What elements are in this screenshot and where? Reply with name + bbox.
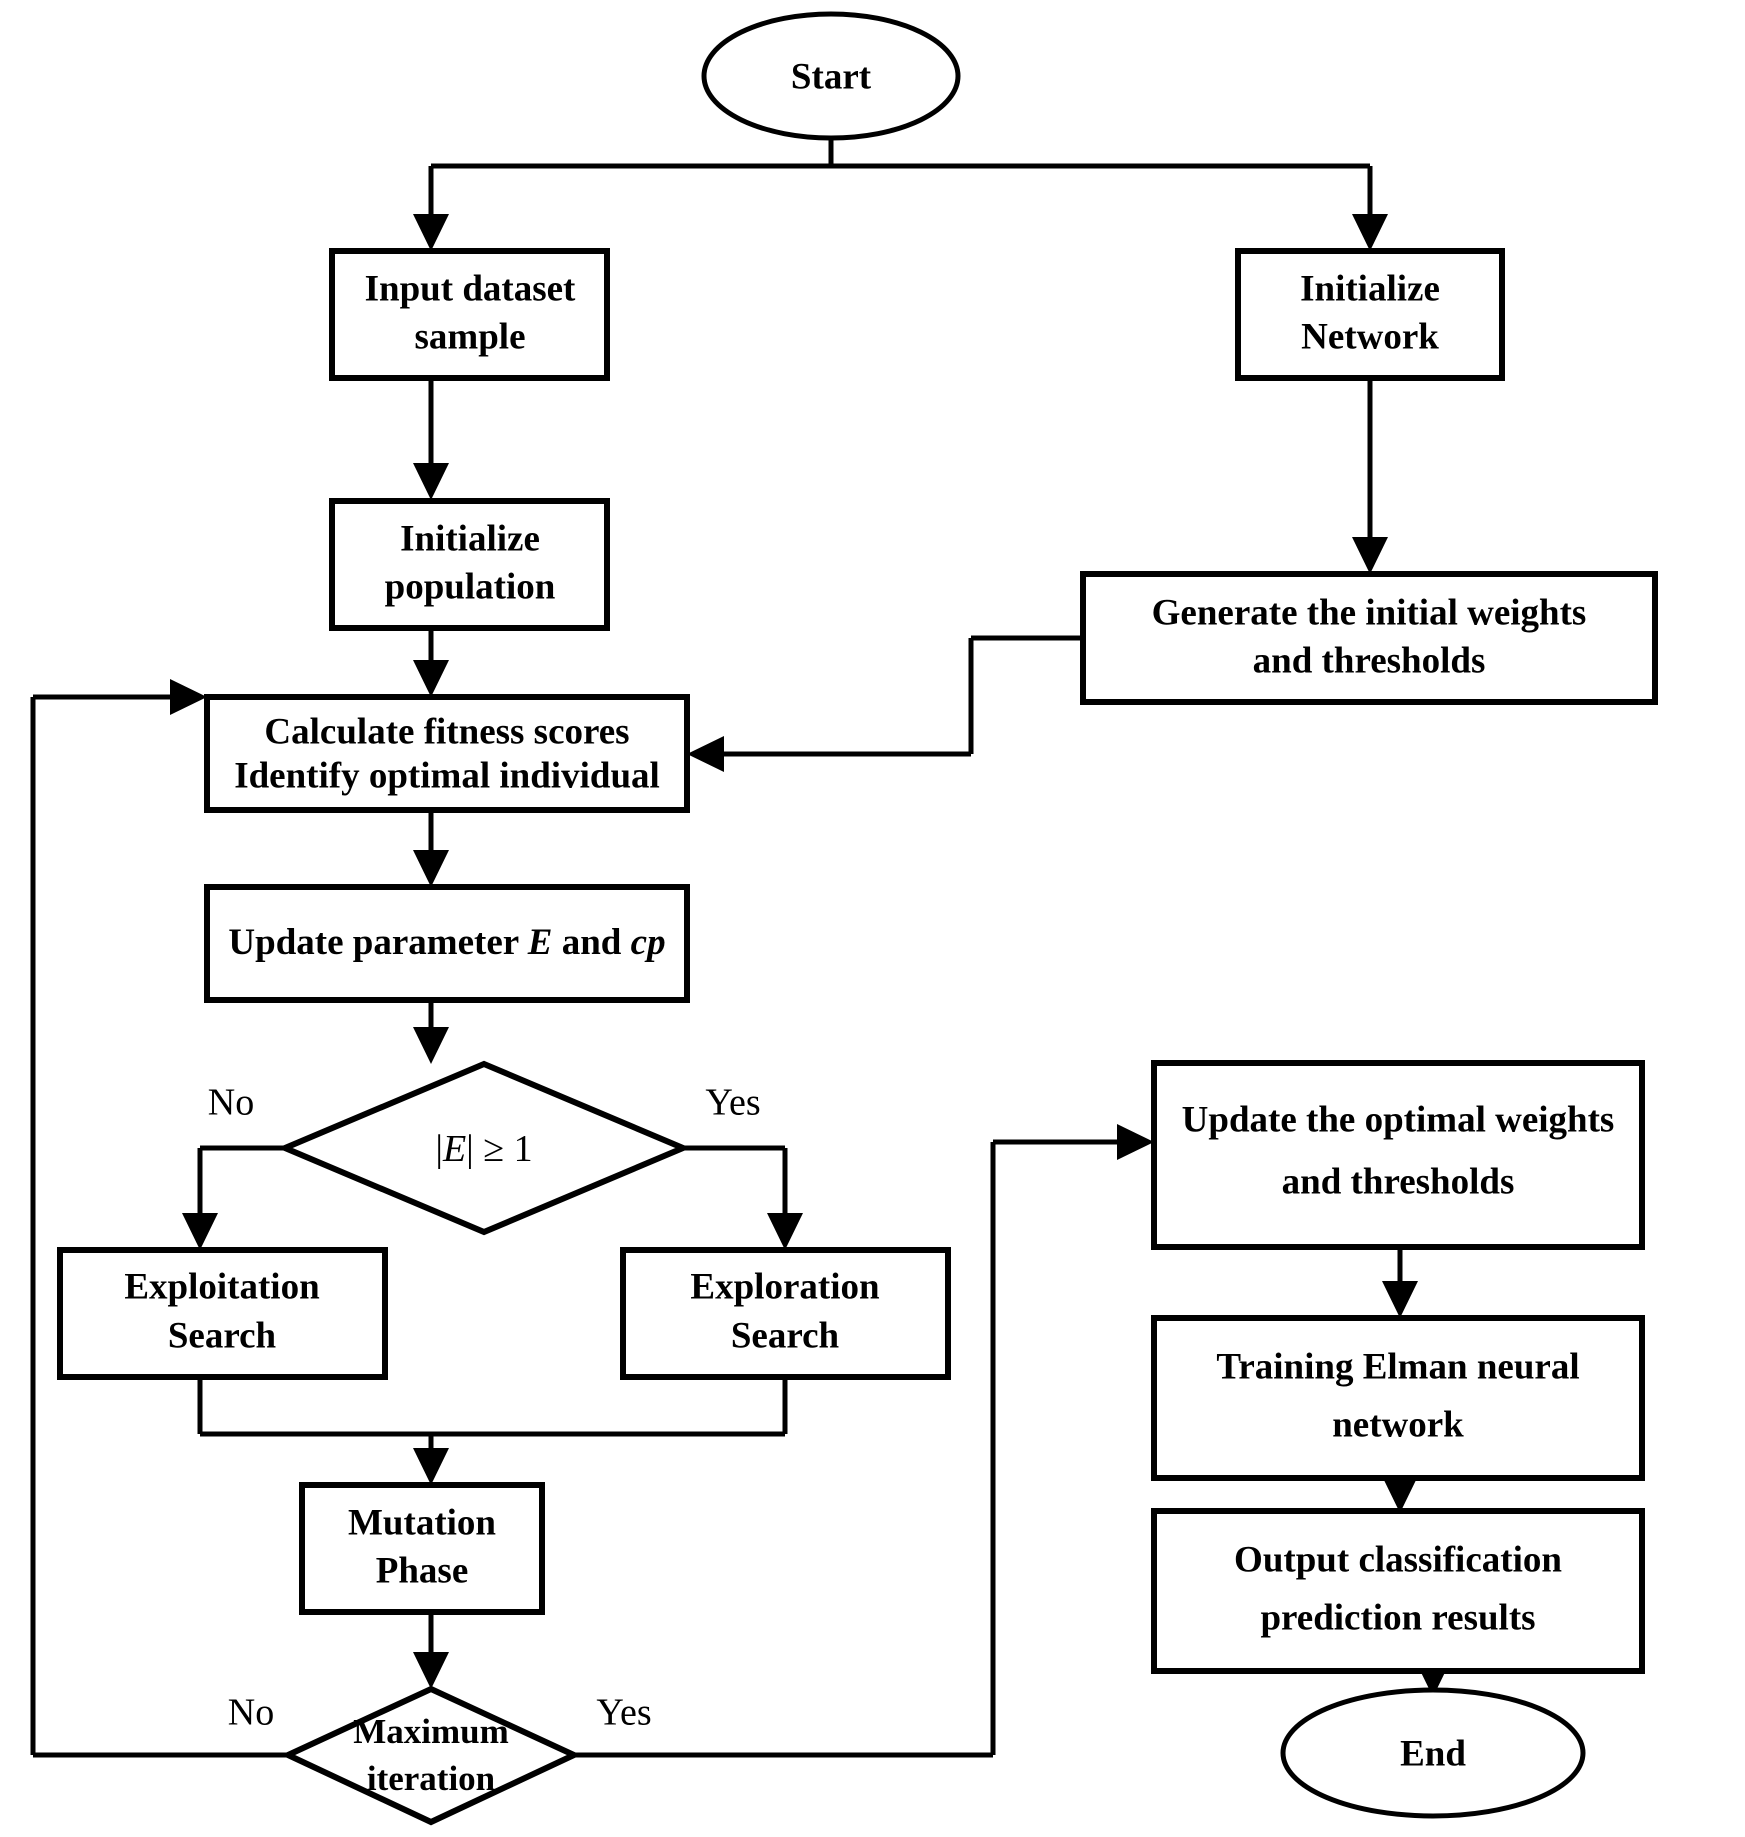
branch-label-energy-no: No	[208, 1082, 254, 1124]
arrow-to-initialize-network	[1352, 214, 1388, 251]
branch-label-energy-yes: Yes	[705, 1082, 760, 1124]
arrow-to-training-elman	[1382, 1281, 1418, 1318]
node-update-parameter[interactable]: Update parameter E and cp	[204, 884, 690, 1003]
update-parameter-prefix: Update parameter	[228, 922, 527, 963]
edge-mutation-to-decision-iteration	[413, 1612, 449, 1689]
node-mutation-phase-line1: Mutation	[348, 1502, 496, 1543]
node-output-results-line2: prediction results	[1260, 1597, 1535, 1638]
arrow-to-calculate-fitness	[413, 660, 449, 697]
node-decision-max-iteration[interactable]: Maximum iteration No Yes	[228, 1685, 652, 1826]
edge-start-split	[413, 137, 1388, 251]
node-exploration-search-line2: Search	[731, 1315, 840, 1356]
node-training-elman-line2: network	[1332, 1404, 1464, 1445]
edge-decision-energy-no	[182, 1145, 285, 1250]
node-mutation-phase-line2: Phase	[376, 1550, 469, 1591]
branch-label-iteration-yes: Yes	[596, 1692, 651, 1734]
node-output-results-line1: Output classification	[1234, 1539, 1562, 1580]
node-end[interactable]: End	[1280, 1687, 1586, 1819]
arrow-to-exploration-search	[767, 1213, 803, 1250]
edge-decision-iteration-yes	[574, 1124, 1154, 1758]
node-decision-energy-label: |E| ≥ 1	[435, 1128, 532, 1170]
node-calculate-fitness[interactable]: Calculate fitness scores Identify optima…	[204, 694, 690, 813]
node-calculate-fitness-line2: Identify optimal individual	[234, 755, 660, 796]
edge-decision-iteration-no	[30, 679, 288, 1758]
arrow-to-decision-iteration	[413, 1652, 449, 1689]
node-generate-weights-line1: Generate the initial weights	[1152, 592, 1587, 633]
node-initialize-network-line1: Initialize	[1300, 268, 1440, 309]
node-output-results[interactable]: Output classification prediction results	[1151, 1508, 1645, 1674]
node-decision-max-iteration-line2: iteration	[367, 1759, 495, 1798]
node-update-parameter-label: Update parameter E and cp	[228, 922, 665, 963]
update-parameter-sym-cp: cp	[631, 922, 666, 963]
edge-generate-to-fitness	[687, 635, 1083, 772]
arrow-to-decision-energy	[413, 1027, 449, 1064]
edge-decision-energy-yes	[683, 1145, 803, 1250]
node-mutation-phase[interactable]: Mutation Phase	[299, 1482, 545, 1615]
node-update-optimal-weights[interactable]: Update the optimal weights and threshold…	[1151, 1060, 1645, 1250]
node-update-optimal-weights-line2: and thresholds	[1282, 1161, 1515, 1202]
node-exploitation-search[interactable]: Exploitation Search	[57, 1247, 388, 1380]
edge-update-to-decision-energy	[413, 1000, 449, 1064]
edge-fitness-to-update	[413, 810, 449, 887]
arrow-to-output-results	[1382, 1476, 1418, 1513]
node-initialize-network-line2: Network	[1301, 316, 1439, 357]
node-decision-max-iteration-line1: Maximum	[353, 1712, 509, 1751]
node-calculate-fitness-line1: Calculate fitness scores	[264, 711, 629, 752]
node-input-dataset-line1: Input dataset	[365, 268, 576, 309]
node-training-elman[interactable]: Training Elman neural network	[1151, 1315, 1645, 1481]
node-exploration-search[interactable]: Exploration Search	[620, 1247, 951, 1380]
node-training-elman-line1: Training Elman neural	[1216, 1346, 1579, 1387]
arrow-to-update-parameter	[413, 850, 449, 887]
node-exploration-search-line1: Exploration	[690, 1266, 880, 1307]
update-parameter-mid: and	[552, 922, 630, 963]
node-decision-energy[interactable]: |E| ≥ 1 No Yes	[208, 1060, 761, 1236]
node-exploitation-search-line1: Exploitation	[124, 1266, 320, 1307]
node-initialize-population-line2: population	[385, 566, 556, 607]
arrow-to-input-dataset	[413, 214, 449, 251]
node-generate-weights-line2: and thresholds	[1253, 640, 1486, 681]
arrow-loop-into-fitness	[170, 679, 207, 715]
arrow-to-initialize-population	[413, 463, 449, 500]
arrow-into-update-optimal-weights	[1117, 1124, 1154, 1160]
node-generate-weights[interactable]: Generate the initial weights and thresho…	[1080, 571, 1658, 705]
node-input-dataset-line2: sample	[415, 316, 526, 357]
arrow-to-mutation-phase	[413, 1448, 449, 1485]
node-initialize-network[interactable]: Initialize Network	[1235, 248, 1505, 381]
update-parameter-sym-e: E	[527, 922, 553, 963]
node-update-optimal-weights-line1: Update the optimal weights	[1182, 1099, 1615, 1140]
decision-energy-pre: |	[435, 1128, 443, 1170]
node-initialize-population[interactable]: Initialize population	[329, 498, 610, 631]
node-initialize-population-line1: Initialize	[400, 518, 540, 559]
node-end-label: End	[1400, 1733, 1466, 1774]
node-exploitation-search-line2: Search	[168, 1315, 277, 1356]
decision-energy-sym: E	[442, 1128, 466, 1170]
edge-network-to-generate	[1352, 378, 1388, 574]
branch-label-iteration-no: No	[228, 1692, 274, 1734]
arrow-generate-into-fitness	[687, 736, 724, 772]
edge-update-optimal-to-training	[1382, 1247, 1418, 1318]
decision-energy-post: | ≥ 1	[466, 1128, 532, 1170]
arrow-to-exploitation-search	[182, 1213, 218, 1250]
edge-searches-to-mutation	[197, 1377, 788, 1485]
node-start[interactable]: Start	[701, 11, 961, 141]
arrow-to-generate-weights	[1352, 537, 1388, 574]
node-start-label: Start	[791, 56, 872, 97]
node-input-dataset[interactable]: Input dataset sample	[329, 248, 610, 381]
